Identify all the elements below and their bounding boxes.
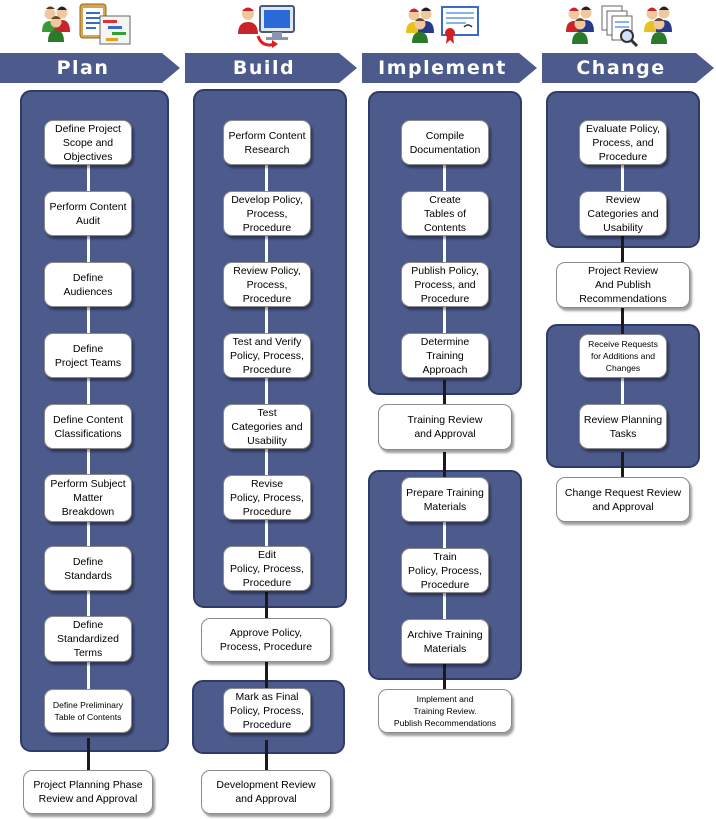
implement-training-review-box: Training Review and Approval — [378, 404, 512, 450]
people-checklist-icon — [42, 3, 131, 45]
change-step: Review Categories and Usability — [579, 191, 667, 236]
implement-prepare-connector — [443, 452, 446, 484]
change-step: Evaluate Policy, Process, and Procedure — [579, 120, 667, 165]
change-connector-1 — [621, 160, 624, 200]
plan-step: Define Standardized Terms — [44, 616, 132, 662]
implement-final-box: Implement and Training Review. Publish R… — [378, 689, 512, 733]
people-documents-search-icon — [566, 5, 672, 48]
plan-step: Define Preliminary Table of Contents — [44, 689, 132, 733]
phase-label: Change — [576, 57, 666, 79]
build-step: Test and Verify Policy, Process, Procedu… — [223, 333, 311, 378]
build-approve-box: Approve Policy, Process, Procedure — [201, 618, 331, 662]
change-connector-2 — [621, 378, 624, 406]
build-approve-connector — [265, 592, 268, 622]
plan-step: Define Project Teams — [44, 333, 132, 378]
plan-step: Define Standards — [44, 546, 132, 591]
change-final-box: Change Request Review and Approval — [556, 477, 690, 522]
phase-arrow-change: Change — [542, 53, 714, 83]
build-review-connector — [265, 740, 268, 772]
build-step: Test Categories and Usability — [223, 404, 311, 449]
implement-step: Compile Documentation — [401, 120, 489, 165]
phase-label: Implement — [378, 57, 507, 79]
plan-review-box: Project Planning Phase Review and Approv… — [23, 770, 153, 814]
change-step: Receive Requests for Additions and Chang… — [579, 334, 667, 378]
implement-connector-1 — [443, 160, 446, 350]
build-final-box: Mark as Final Policy, Process, Procedure — [223, 688, 311, 733]
build-step: Edit Policy, Process, Procedure — [223, 546, 311, 591]
implement-step: Create Tables of Contents — [401, 191, 489, 236]
build-step: Revise Policy, Process, Procedure — [223, 475, 311, 520]
plan-step: Perform Content Audit — [44, 191, 132, 236]
implement-step: Determine Training Approach — [401, 333, 489, 378]
phase-arrow-implement: Implement — [362, 53, 537, 83]
build-step: Develop Policy, Process, Procedure — [223, 191, 311, 236]
plan-review-connector — [87, 738, 90, 772]
build-final-connector — [265, 662, 268, 688]
implement-step: Prepare Training Materials — [401, 477, 489, 522]
phase-arrow-build: Build — [185, 53, 357, 83]
plan-step: Define Content Classifications — [44, 404, 132, 449]
phase-label: Plan — [56, 57, 110, 79]
plan-step: Perform Subject Matter Breakdown — [44, 474, 132, 522]
build-review-box: Development Review and Approval — [201, 770, 331, 814]
plan-step: Define Project Scope and Objectives — [44, 120, 132, 165]
build-step: Review Policy, Process, Procedure — [223, 262, 311, 307]
people-certificate-icon — [406, 6, 479, 44]
implement-step: Archive Training Materials — [401, 619, 489, 664]
change-project-review-box: Project Review And Publish Recommendatio… — [556, 262, 690, 308]
change-final-connector — [621, 452, 624, 482]
change-review-connector — [621, 234, 624, 266]
implement-step: Train Policy, Process, Procedure — [401, 548, 489, 593]
implement-step: Publish Policy, Process, and Procedure — [401, 262, 489, 307]
plan-step: Define Audiences — [44, 262, 132, 307]
phase-arrow-plan: Plan — [0, 53, 180, 83]
change-step: Review Planning Tasks — [579, 404, 667, 449]
phase-label: Build — [232, 57, 296, 79]
person-computer-icon — [238, 5, 295, 48]
build-step: Perform Content Research — [223, 120, 311, 165]
implement-final-connector — [443, 664, 446, 692]
implement-training-connector — [443, 380, 446, 406]
change-requests-connector — [621, 308, 624, 338]
